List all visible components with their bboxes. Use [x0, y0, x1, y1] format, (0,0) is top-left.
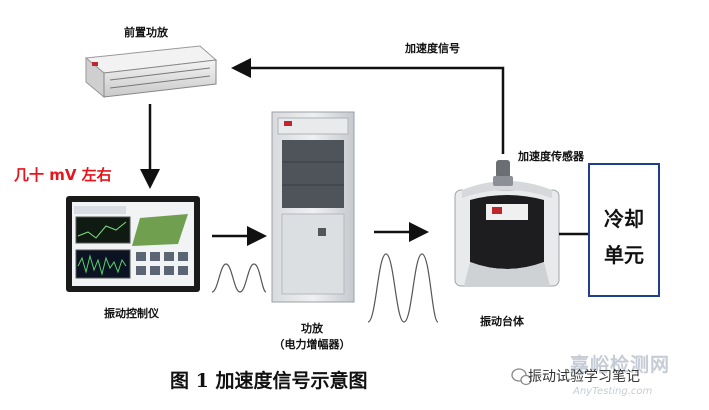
- cooling-label-line2: 单元: [604, 243, 644, 267]
- brand-mark: [92, 62, 98, 66]
- label-preamp: 前置功放: [124, 26, 168, 39]
- controller-monitor: [66, 196, 200, 292]
- brand-mark: [284, 121, 292, 126]
- power-amplifier-cabinet: [271, 111, 355, 303]
- label-shaker: 振动台体: [480, 315, 524, 328]
- label-power-amp: 功放: [301, 322, 323, 335]
- cooling-label-line1: 冷却: [604, 207, 644, 231]
- watermark-url: AnyTesting.com: [573, 386, 653, 397]
- label-mv-level: 几十 mV 左右: [14, 166, 112, 184]
- label-accel-sensor: 加速度传感器: [518, 150, 584, 163]
- large-sine-wave: [367, 253, 439, 323]
- wechat-icon: [511, 368, 532, 386]
- label-power-amp-sub: （电力增幅器）: [273, 338, 351, 351]
- cooling-unit-box: 冷却 单元: [588, 163, 660, 297]
- watermark-wechat-account: 振动试验学习笔记: [528, 369, 640, 385]
- accelerometer-sensor: [493, 160, 513, 186]
- watermark-site: 嘉峪检测网: [570, 354, 671, 376]
- arrow-feedback-signal: [231, 58, 505, 154]
- shaker-body: [454, 181, 560, 287]
- label-vibration-controller: 振动控制仪: [104, 307, 159, 320]
- brand-mark: [492, 207, 502, 214]
- preamp-device: [84, 45, 218, 99]
- label-accel-signal: 加速度信号: [405, 42, 460, 55]
- small-sine-wave: [211, 263, 267, 293]
- figure-caption: 图 1 加速度信号示意图: [170, 370, 368, 392]
